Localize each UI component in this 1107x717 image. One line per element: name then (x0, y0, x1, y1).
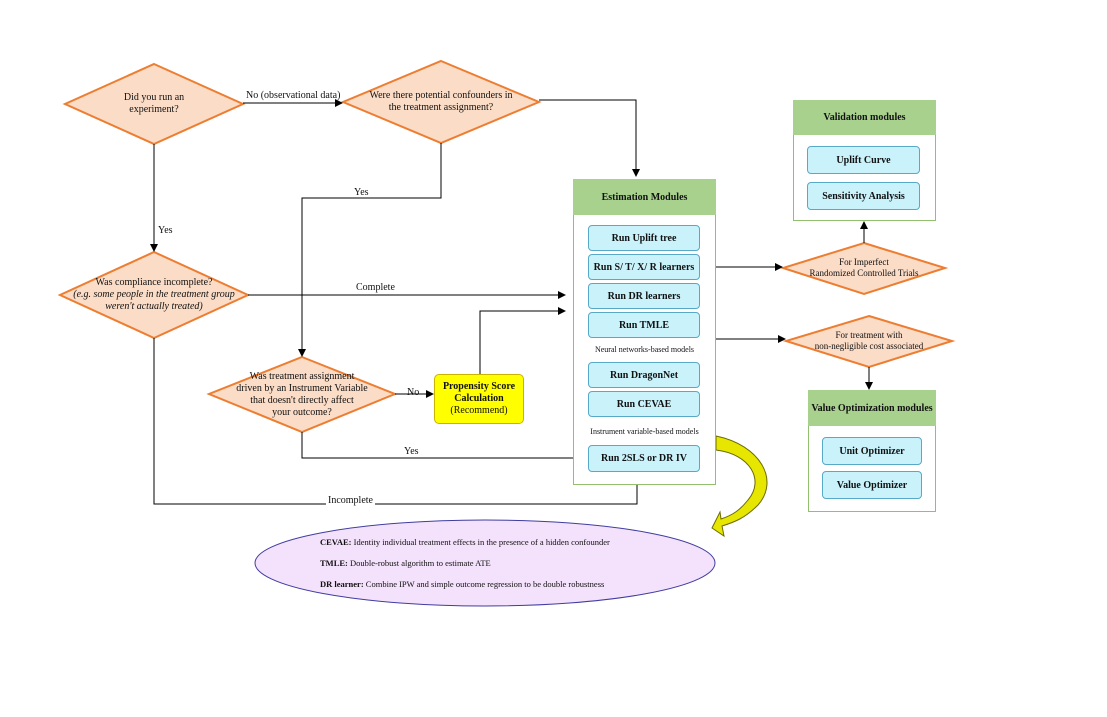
uplift-curve-button[interactable]: Uplift Curve (807, 146, 920, 174)
decision-imperfect-rct-line2: Randomized Controlled Trials (809, 268, 919, 278)
decision-imperfect-rct-shape (779, 241, 949, 296)
decision-imperfect-rct-line1: For Imperfect (839, 257, 889, 267)
decision-instrument-line3: that doesn't directly affect (250, 395, 354, 406)
decision-experiment: Did you run an experiment? (84, 88, 224, 120)
edge-label-yes-confounders: Yes (354, 187, 369, 198)
edge-instrument-yes (301, 432, 587, 462)
edge-label-no-instrument: No (407, 387, 420, 398)
unit-optimizer-button[interactable]: Unit Optimizer (822, 437, 922, 465)
decision-experiment-line1: Did you run an (123, 92, 185, 103)
edge-label-yes-instrument: Yes (404, 446, 419, 457)
note-cevae-term: CEVAE: (320, 537, 352, 547)
edge-label-no-observational: No (observational data) (246, 90, 341, 101)
run-tmle-button[interactable]: Run TMLE (588, 312, 700, 338)
edge-label-yes-experiment: Yes (158, 225, 173, 236)
decision-confounders-line2: the treatment assignment? (388, 102, 494, 113)
edge-label-complete: Complete (356, 282, 395, 293)
decision-experiment-line2: experiment? (129, 104, 179, 115)
decision-compliance-line1: Was compliance incomplete? (95, 277, 213, 288)
note-dr-learner-term: DR learner: (320, 579, 364, 589)
decision-instrument-line4: your outcome? (272, 407, 332, 418)
value-optimizer-button[interactable]: Value Optimizer (822, 471, 922, 499)
decision-instrument-line1: Was treatment assignment (249, 371, 355, 382)
edge-compliance-incomplete (153, 338, 641, 505)
decision-costly-treatment: For treatment with non-negligible cost a… (792, 328, 946, 354)
run-dr-learners-button[interactable]: Run DR learners (588, 283, 700, 309)
propensity-note: (Recommend) (450, 405, 508, 416)
iv-models-label: Instrument variable-based models (590, 427, 699, 436)
notes-ellipse (254, 519, 716, 607)
decision-confounders: Were there potential confounders in the … (358, 86, 524, 118)
decision-compliance-line2: (e.g. some people in the treatment group (73, 289, 235, 300)
callout-arrow (711, 435, 768, 538)
decision-costly-treatment-line2: non-negligible cost associated (814, 341, 924, 351)
propensity-score-box[interactable]: Propensity Score Calculation (Recommend) (434, 374, 524, 424)
edge-confounders-to-estimation (539, 99, 640, 177)
run-uplift-tree-button[interactable]: Run Uplift tree (588, 225, 700, 251)
propensity-title-line1: Propensity Score (442, 381, 516, 392)
validation-panel-title: Validation modules (793, 100, 936, 135)
decision-instrument-line2: driven by an Instrument Variable (236, 383, 368, 394)
edge-label-incomplete: Incomplete (326, 495, 375, 507)
run-iv-button[interactable]: Run 2SLS or DR IV (588, 445, 700, 472)
note-dr-learner-text: Combine IPW and simple outcome regressio… (363, 579, 605, 589)
notes-block: CEVAE: Identity individual treatment eff… (320, 537, 720, 600)
note-dr-learner: DR learner: Combine IPW and simple outco… (320, 579, 720, 590)
estimation-panel-title: Estimation Modules (573, 179, 716, 215)
note-cevae-text: Identity individual treatment effects in… (351, 537, 610, 547)
decision-compliance: Was compliance incomplete? (e.g. some pe… (54, 276, 254, 314)
decision-instrument: Was treatment assignment driven by an In… (222, 370, 382, 420)
note-cevae: CEVAE: Identity individual treatment eff… (320, 537, 720, 548)
propensity-title-line2: Calculation (454, 393, 504, 404)
edge-confounders-yes (298, 143, 442, 357)
decision-compliance-line3: weren't actually treated) (105, 301, 203, 312)
connectors (150, 99, 873, 505)
decision-costly-treatment-line1: For treatment with (835, 330, 903, 340)
note-tmle-text: Double-robust algorithm to estimate ATE (347, 558, 491, 568)
decision-imperfect-rct: For Imperfect Randomized Controlled Tria… (790, 255, 938, 281)
nn-models-label: Neural networks-based models (594, 345, 695, 354)
decision-confounders-line1: Were there potential confounders in (369, 90, 513, 101)
note-tmle: TMLE: Double-robust algorithm to estimat… (320, 558, 720, 569)
sensitivity-analysis-button[interactable]: Sensitivity Analysis (807, 182, 920, 210)
run-cevae-button[interactable]: Run CEVAE (588, 391, 700, 417)
run-dragonnet-button[interactable]: Run DragonNet (588, 362, 700, 388)
edge-propensity-to-estimation (479, 307, 566, 374)
note-tmle-term: TMLE: (320, 558, 348, 568)
value-optimization-panel-title: Value Optimization modules (808, 390, 936, 426)
run-meta-learners-button[interactable]: Run S/ T/ X/ R learners (588, 254, 700, 280)
